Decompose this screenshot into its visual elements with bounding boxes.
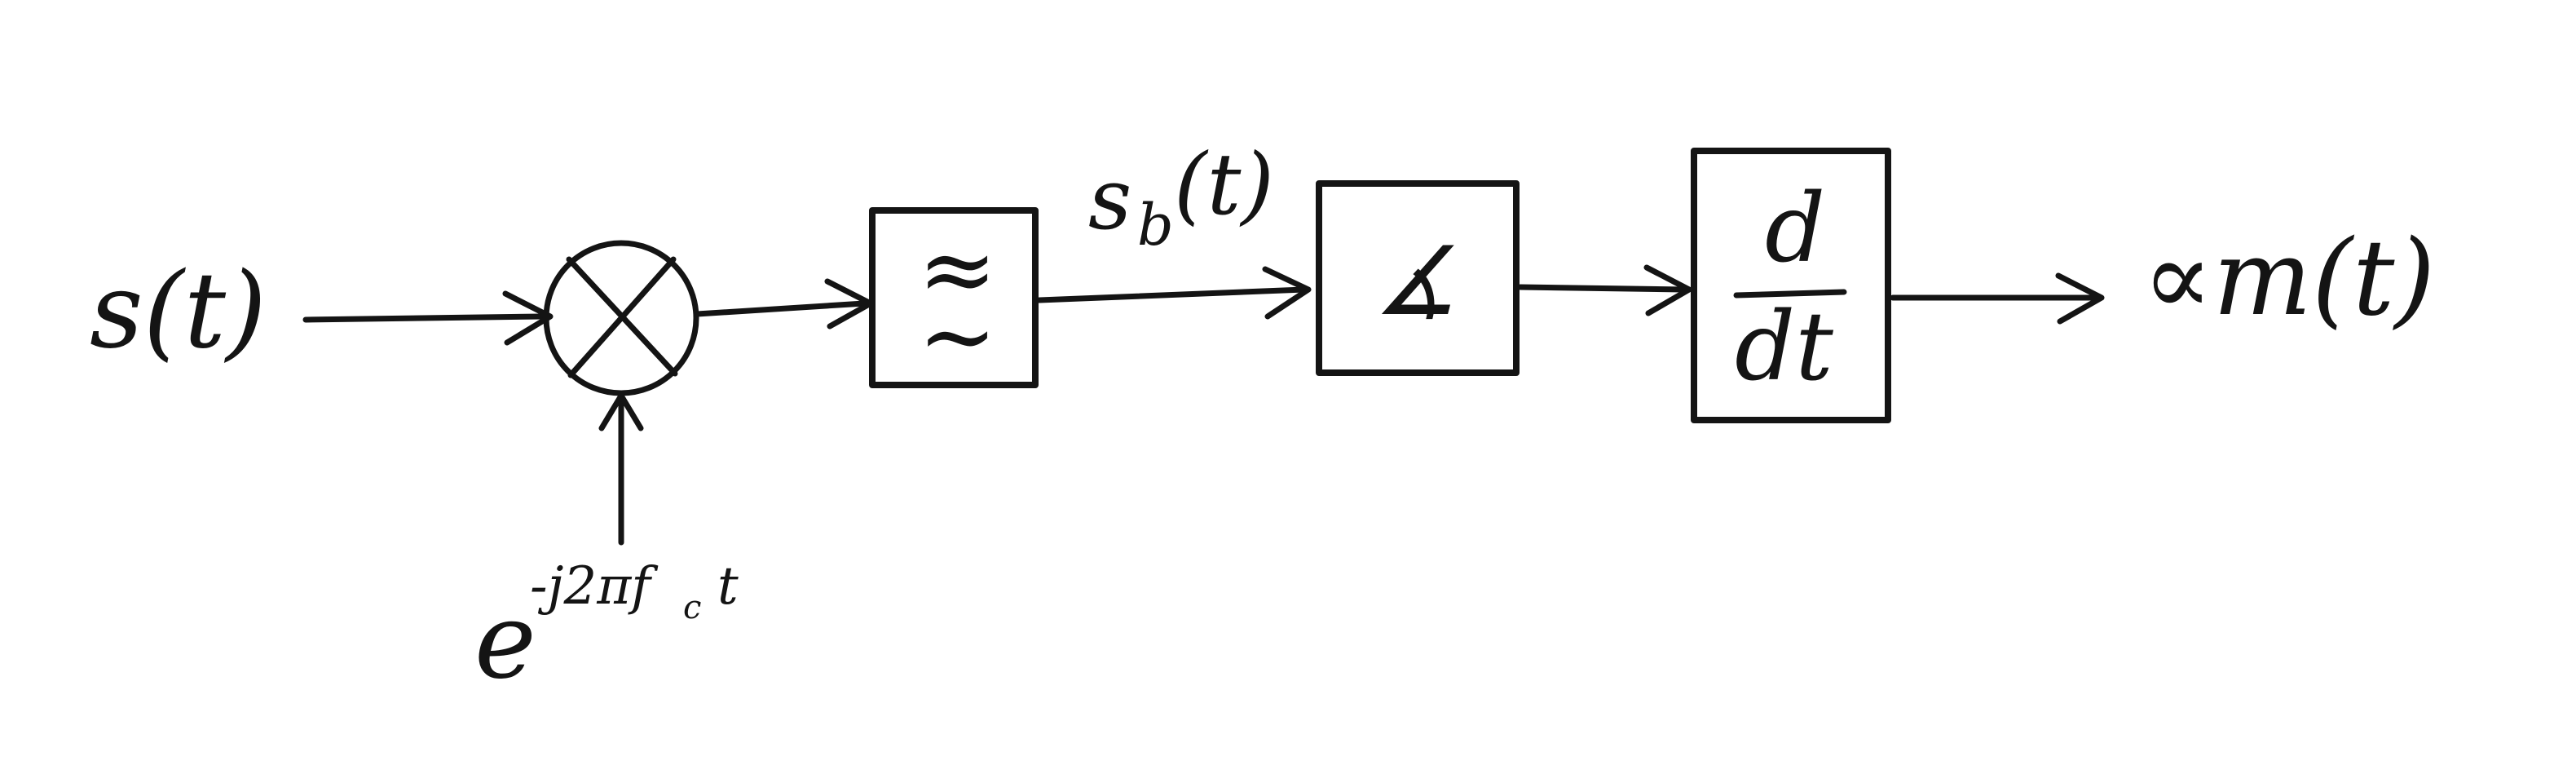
- arrow-mixer-to-filter: [694, 278, 874, 330]
- derivative-block: d dt: [1691, 148, 1891, 423]
- angle-symbol: ∡: [1374, 227, 1458, 337]
- oscillator-label: e -j2πf c t: [474, 556, 739, 702]
- oscillator-exponent: -j2πf: [530, 556, 659, 617]
- derivative-fraction-bar: [1733, 289, 1847, 299]
- lowpass-filter-block: ≈ ∼: [869, 207, 1039, 392]
- oscillator-exponent-tail: t: [717, 556, 739, 617]
- oscillator-base: e: [474, 581, 536, 702]
- baseband-signal-label: s b (t): [1088, 135, 1274, 259]
- lowpass-filter-top-symbol: ≈: [918, 215, 997, 325]
- angle-block: ∡: [1316, 180, 1520, 376]
- output-signal-label: ∝m(t): [2142, 218, 2435, 339]
- arrow-input-to-mixer: [302, 290, 554, 346]
- arrow-angle-to-derivative: [1517, 264, 1692, 316]
- arrow-oscillator-to-mixer: [598, 392, 644, 546]
- arrow-filter-to-angle: [1036, 266, 1312, 320]
- baseband-label-subscript: b: [1137, 192, 1174, 259]
- arrow-derivative-to-output: [1890, 272, 2105, 325]
- baseband-label-base: s: [1088, 149, 1131, 249]
- derivative-denominator: dt: [1735, 292, 1833, 402]
- baseband-label-argument: (t): [1174, 135, 1274, 234]
- input-signal-label: s(t): [90, 250, 267, 372]
- derivative-numerator: d: [1765, 174, 1825, 284]
- oscillator-subscript: c: [683, 589, 701, 626]
- lowpass-filter-bottom-symbol: ∼: [918, 281, 997, 392]
